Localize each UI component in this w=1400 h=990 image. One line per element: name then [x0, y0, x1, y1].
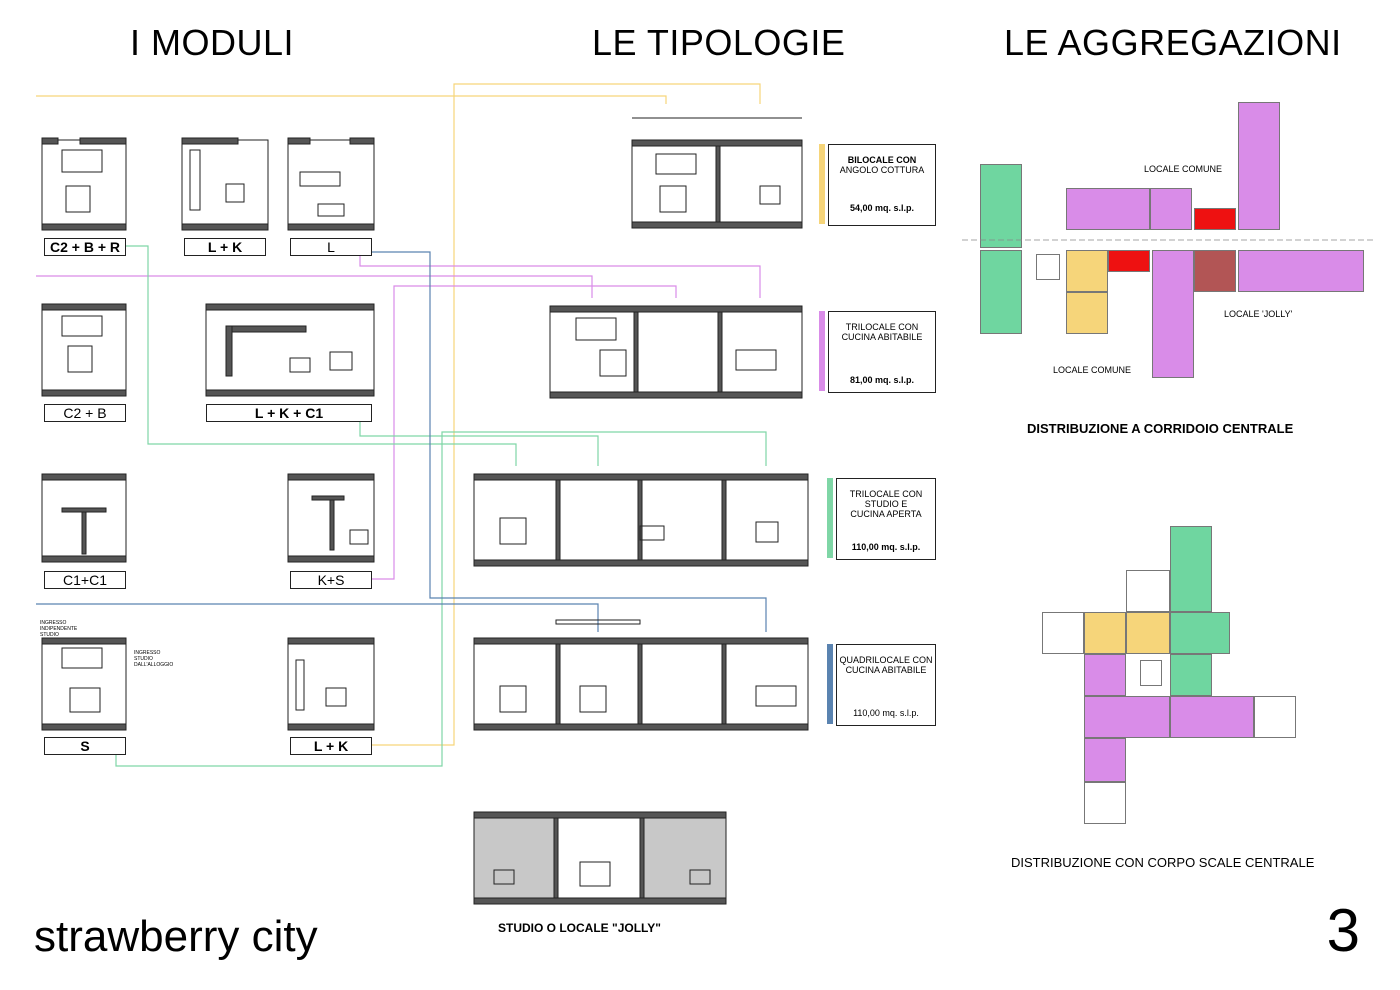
connector-magenta-2: [359, 254, 761, 298]
cell-magenta-c2-s: [1066, 188, 1150, 230]
module-plan-c2-b-r: [41, 137, 127, 231]
typology-bar-green: [827, 478, 833, 558]
typology-desc-quadrilocale: QUADRILOCALE CON CUCINA ABITABILE 110,00…: [836, 644, 936, 726]
typology-plan-bilocale: [631, 117, 803, 229]
module-label-c1-c1: C1+C1: [44, 571, 126, 589]
cell-magenta-sk: [1084, 738, 1126, 782]
cell-red-locale-comune-bottom: [1108, 250, 1150, 272]
cell-magenta-vertical-top: [1238, 102, 1280, 230]
stair-caption: DISTRIBUZIONE CON CORPO SCALE CENTRALE: [1011, 855, 1315, 870]
cell-magenta-c2-s: [1170, 696, 1254, 738]
module-label-c2-b: C2 + B: [44, 404, 126, 422]
typology-desc-trilocale-cucina: TRILOCALE CON CUCINA ABITABILE 81,00 mq.…: [828, 311, 936, 393]
label-locale-comune-bottom: LOCALE COMUNE: [1053, 365, 1132, 375]
module-label-l-k-2: L + K: [290, 737, 372, 755]
connector-magenta-1: [36, 275, 593, 298]
cell-white-t4: [1084, 782, 1126, 824]
typology-plan-trilocale-cucina: [549, 305, 803, 399]
connector-blue-1: [370, 251, 767, 632]
connector-magenta-3: [370, 285, 677, 580]
cell-white-t3: [1254, 696, 1296, 738]
connector-yellow-1: [36, 95, 667, 104]
cell-green-l: [1170, 654, 1212, 696]
typology-desc-line1: TRILOCALE CON: [849, 489, 923, 499]
module-label-k-s: K+S: [290, 571, 372, 589]
typology-desc-line1: QUADRILOCALE CON: [839, 655, 933, 665]
typology-bar-yellow: [819, 144, 825, 224]
module-plan-c2-b: [41, 303, 127, 397]
typology-desc-line2: CUCINA ABITABILE: [845, 665, 927, 675]
module-plan-c1-c1: [41, 473, 127, 563]
module-label-s: S: [44, 737, 126, 755]
typology-bar-magenta: [819, 311, 825, 391]
connector-yellow-2: [370, 83, 761, 746]
module-plan-l: [287, 137, 375, 231]
stair-icon: [1036, 254, 1060, 280]
typology-area: 110,00 mq. s.l.p.: [853, 708, 919, 718]
typology-desc-line3: CUCINA APERTA: [850, 509, 922, 519]
module-plan-l-k-2: [287, 637, 375, 731]
note-ingresso-studio: INGRESSO INDIPENDENTE STUDIO: [40, 620, 78, 638]
typology-area: 110,00 mq. s.l.p.: [851, 542, 921, 552]
typology-area: 81,00 mq. s.l.p.: [849, 375, 915, 385]
connector-green-2: [359, 420, 599, 466]
cell-white-t2: [1042, 612, 1084, 654]
module-label-l-k-c1: L + K + C1: [206, 404, 372, 422]
label-locale-jolly: LOCALE 'JOLLY': [1224, 309, 1293, 319]
corridor-caption: DISTRIBUZIONE A CORRIDOIO CENTRALE: [1027, 421, 1294, 436]
cell-yellow-lk: [1126, 612, 1170, 654]
typology-plan-quadrilocale: [473, 619, 809, 731]
module-plan-l-k-1: [181, 137, 269, 231]
brand-title: strawberry city: [34, 912, 318, 961]
typology-desc-bilocale: BILOCALE CON ANGOLO COTTURA 54,00 mq. s.…: [828, 144, 936, 226]
typology-bar-blue: [827, 644, 833, 724]
typology-desc-line1: TRILOCALE CON: [845, 322, 919, 332]
header-tipologie: LE TIPOLOGIE: [592, 22, 846, 63]
typology-desc-line2: CUCINA ABITABILE: [841, 332, 923, 342]
cell-green-sb: [1170, 612, 1230, 654]
module-plan-l-k-c1: [205, 303, 375, 397]
cell-yellow-c2: [1084, 612, 1126, 654]
cell-green-l-k: [980, 250, 1022, 334]
header-aggregazioni: LE AGGREGAZIONI: [1004, 22, 1342, 63]
typology-desc-trilocale-studio: TRILOCALE CON STUDIO E CUCINA APERTA 110…: [836, 478, 936, 560]
module-plan-s: [41, 637, 127, 731]
connector-blue-2: [36, 603, 599, 632]
module-plan-k-s: [287, 473, 375, 563]
connector-green-3: [115, 431, 767, 767]
module-label-l: L: [290, 238, 372, 256]
cell-red-locale-comune-top: [1194, 208, 1236, 230]
jolly-caption: STUDIO O LOCALE "JOLLY": [498, 921, 661, 935]
stair-core-icon: [1140, 660, 1162, 686]
cell-magenta-b-c2-l: [1084, 696, 1170, 738]
header-moduli: I MODULI: [130, 22, 295, 63]
cell-yellow-lk: [1066, 250, 1108, 292]
typology-area: 54,00 mq. s.l.p.: [849, 203, 915, 213]
module-label-l-k-1: L + K: [184, 238, 266, 256]
module-label-c2-b-r: C2 + B + R: [44, 238, 126, 256]
typology-plan-jolly: [473, 811, 727, 905]
cell-magenta-l: [1084, 654, 1126, 696]
cell-green-top: [1170, 526, 1212, 612]
typology-desc-line2: ANGOLO COTTURA: [839, 165, 925, 175]
cell-white-t1: [1126, 570, 1170, 612]
page-number: 3: [1326, 897, 1360, 964]
typology-desc-line2: STUDIO E: [864, 499, 908, 509]
label-locale-comune-top: LOCALE COMUNE: [1144, 164, 1223, 174]
connector-green-1: [124, 245, 517, 466]
cell-magenta-horizontal: [1238, 250, 1364, 292]
note-ingresso-alloggio: INGRESSO STUDIO DALL'ALLOGGIO: [134, 650, 174, 668]
cell-magenta-l: [1150, 188, 1192, 230]
cell-brown-locale-jolly: [1194, 250, 1236, 292]
typology-desc-line1: BILOCALE CON: [847, 155, 917, 165]
typology-plan-trilocale-studio: [473, 473, 809, 567]
cell-yellow-c2: [1066, 292, 1108, 334]
cell-green-c2-c1: [980, 164, 1022, 248]
cell-magenta-vertical-bottom: [1152, 250, 1194, 378]
